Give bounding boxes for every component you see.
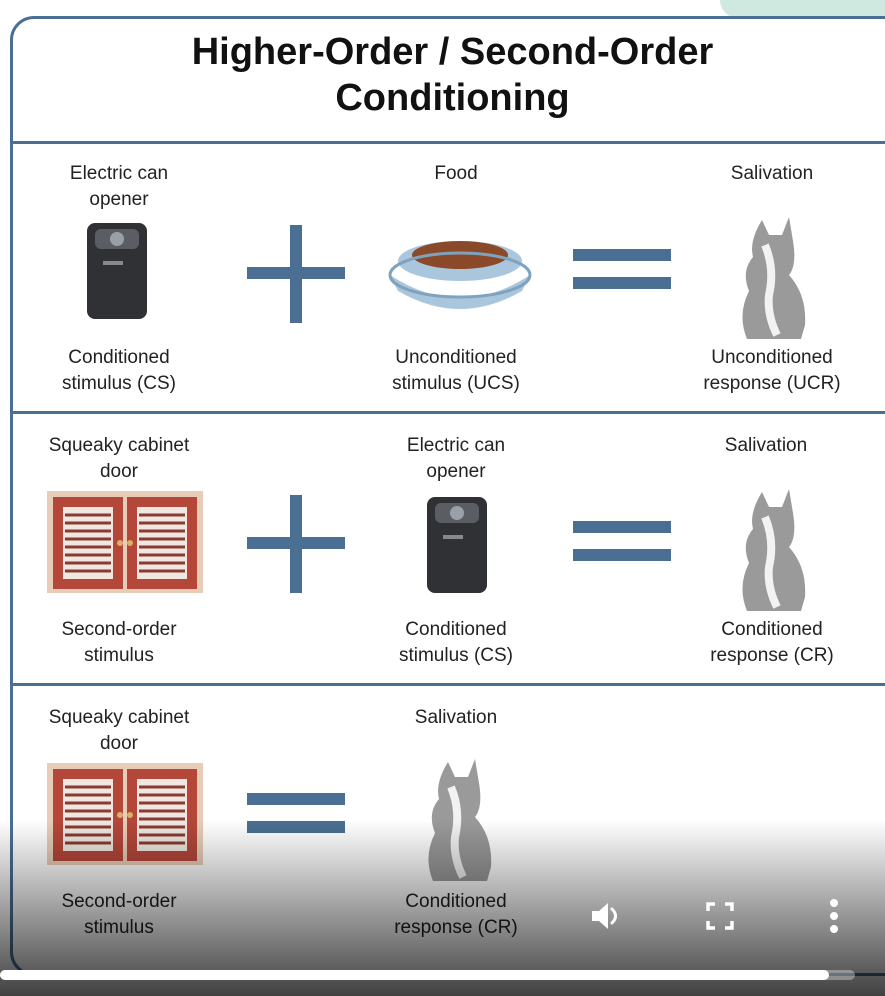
divider-1 xyxy=(13,141,885,144)
cabinet-door-icon xyxy=(47,491,203,593)
more-options-button[interactable] xyxy=(810,892,858,940)
cat-icon xyxy=(742,217,806,339)
row1-top-label-3: Salivation xyxy=(730,163,814,184)
volume-button[interactable] xyxy=(582,892,630,940)
corner-decoration xyxy=(720,0,885,18)
row3-bottom-label-2: Conditioned response (CR) xyxy=(394,891,518,938)
fullscreen-button[interactable] xyxy=(696,892,744,940)
more-options-icon xyxy=(830,899,838,933)
row2-bottom-label-2: Conditioned stimulus (CS) xyxy=(398,619,513,666)
cat-icon xyxy=(742,489,806,611)
row2-top-label-1: Squeaky cabinet door xyxy=(48,435,190,482)
food-bowl-icon xyxy=(388,241,532,309)
plus-sign-2 xyxy=(247,495,345,593)
cat-icon xyxy=(428,759,492,881)
fullscreen-icon xyxy=(706,902,734,930)
row1-top-label-2: Food xyxy=(434,163,478,184)
equals-sign-3 xyxy=(247,793,345,843)
video-progress-fill xyxy=(0,970,830,980)
equals-sign-1 xyxy=(573,249,671,299)
row3-top-label-2: Salivation xyxy=(414,707,498,728)
volume-icon xyxy=(592,903,617,929)
equals-sign-2 xyxy=(573,521,671,571)
cabinet-door-icon xyxy=(47,763,203,865)
row3-top-label-1: Squeaky cabinet door xyxy=(48,707,190,754)
diagram-card: Higher-Order / Second-Order Conditioning… xyxy=(10,16,885,976)
row2-top-label-2: Electric can opener xyxy=(406,435,506,482)
row1-top-label-1: Electric can opener xyxy=(69,163,169,210)
row1-bottom-label-1: Conditioned stimulus (CS) xyxy=(61,347,176,394)
row1-bottom-label-2: Unconditioned stimulus (UCS) xyxy=(392,347,520,394)
row1-bottom-label-3: Unconditioned response (UCR) xyxy=(703,347,841,394)
title-line-1: Higher-Order / Second-Order xyxy=(191,31,714,73)
title-line-2: Conditioning xyxy=(335,77,570,119)
row2-bottom-label-3: Conditioned response (CR) xyxy=(710,619,834,666)
row3-bottom-label-1: Second-order stimulus xyxy=(61,891,177,938)
can-opener-icon xyxy=(427,497,487,593)
row2-bottom-label-1: Second-order stimulus xyxy=(61,619,177,666)
divider-2 xyxy=(13,411,885,414)
row2-top-label-3: Salivation xyxy=(724,435,808,456)
page-title: Higher-Order / Second-Order Conditioning xyxy=(13,29,885,121)
divider-3 xyxy=(13,683,885,686)
can-opener-icon xyxy=(87,223,147,319)
plus-sign-1 xyxy=(247,225,345,323)
video-progress-bar[interactable] xyxy=(0,970,855,980)
